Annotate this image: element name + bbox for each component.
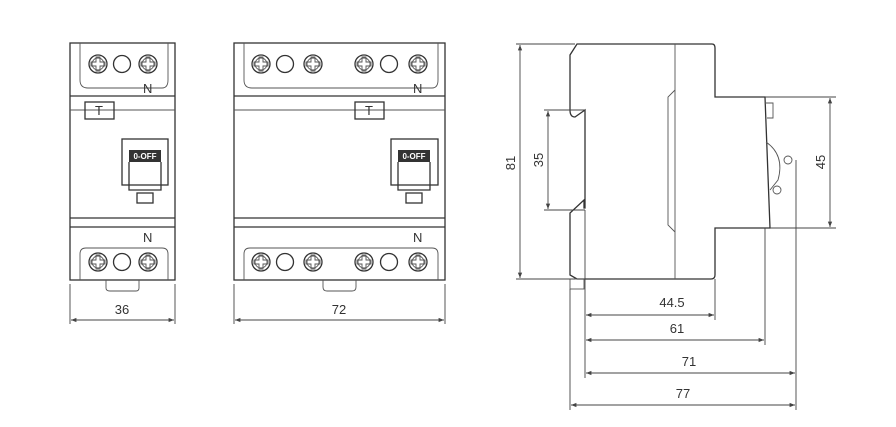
switch-lever bbox=[136, 192, 154, 204]
neutral-label-top: N bbox=[143, 81, 152, 96]
terminal-hole-icon bbox=[379, 54, 399, 74]
depth-dimension-44-5: 44.5 bbox=[659, 295, 684, 310]
side-body-outline bbox=[569, 43, 771, 280]
terminal-screw-icon bbox=[138, 54, 158, 74]
test-button-label: T bbox=[95, 103, 103, 118]
front-view-4pole: N T 0-OFF N 72 bbox=[233, 42, 446, 324]
test-button-label: T bbox=[365, 103, 373, 118]
depth-dimension-71: 71 bbox=[682, 354, 696, 369]
front-height-dimension: 45 bbox=[813, 155, 828, 169]
terminal-hole-icon bbox=[275, 54, 295, 74]
terminal-screw-icon bbox=[354, 54, 374, 74]
front-view-2pole: N T 0-OFF N 36 bbox=[69, 42, 176, 324]
neutral-label-bottom: N bbox=[143, 230, 152, 245]
terminal-hole-icon bbox=[275, 252, 295, 272]
terminal-screw-icon bbox=[251, 252, 271, 272]
din-clip bbox=[322, 280, 357, 292]
terminal-screw-icon bbox=[354, 252, 374, 272]
switch-housing bbox=[390, 138, 439, 186]
neutral-label-top: N bbox=[413, 81, 422, 96]
terminal-screw-icon bbox=[251, 54, 271, 74]
depth-dimension-61: 61 bbox=[670, 321, 684, 336]
terminal-hole-icon bbox=[112, 54, 132, 74]
switch-housing bbox=[121, 138, 169, 186]
test-button bbox=[354, 101, 385, 120]
din-clip bbox=[105, 280, 140, 292]
terminal-screw-icon bbox=[408, 54, 428, 74]
terminal-screw-icon bbox=[88, 252, 108, 272]
test-button bbox=[84, 101, 115, 120]
switch-label-plate bbox=[398, 150, 430, 162]
terminal-screw-icon bbox=[88, 54, 108, 74]
switch-lever bbox=[405, 192, 423, 204]
switch-label: 0-OFF bbox=[133, 152, 156, 161]
depth-dimension-77: 77 bbox=[676, 386, 690, 401]
terminal-hole-icon bbox=[379, 252, 399, 272]
switch-label: 0-OFF bbox=[402, 152, 425, 161]
side-switch-lever bbox=[765, 141, 781, 191]
width-dimension: 72 bbox=[332, 302, 346, 317]
terminal-screw-icon bbox=[303, 252, 323, 272]
switch-label-plate bbox=[129, 150, 161, 162]
terminal-hole-icon bbox=[112, 252, 132, 272]
din-rail-dimension: 35 bbox=[531, 153, 546, 167]
terminal-screw-icon bbox=[408, 252, 428, 272]
neutral-label-bottom: N bbox=[413, 230, 422, 245]
terminal-screw-icon bbox=[138, 252, 158, 272]
height-dimension: 81 bbox=[503, 156, 518, 170]
terminal-screw-icon bbox=[303, 54, 323, 74]
width-dimension: 36 bbox=[115, 302, 129, 317]
side-view: 81 35 45 44.5 61 71 77 bbox=[503, 43, 836, 410]
